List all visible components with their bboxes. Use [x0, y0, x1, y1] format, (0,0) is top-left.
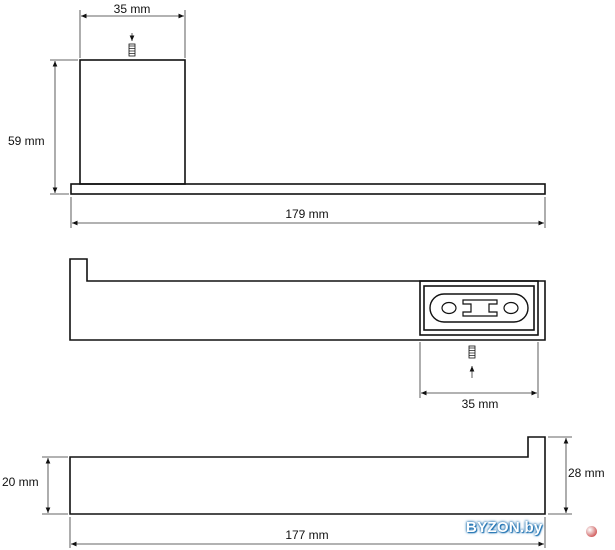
bottom-left-height-dimension: 20 mm: [2, 456, 68, 515]
top-view-mounting-block: [79, 59, 186, 185]
middle-width-label: 35 mm: [462, 397, 499, 411]
bottom-right-height-dimension: 28 mm: [548, 436, 605, 515]
middle-view-outline: [69, 258, 546, 341]
top-length-label: 179 mm: [285, 207, 328, 221]
bottom-left-height-label: 20 mm: [2, 475, 39, 489]
bottom-length-dimension: 177 mm: [69, 517, 546, 548]
middle-view: 35 mm: [69, 258, 546, 411]
top-width-label: 35 mm: [114, 2, 151, 16]
top-width-dimension: 35 mm: [79, 2, 186, 58]
bottom-view: 20 mm 28 mm 177 mm: [2, 436, 605, 548]
top-height-dimension: 59 mm: [8, 59, 78, 195]
middle-view-screw-icon: [468, 345, 476, 378]
middle-view-mounting-bracket: [429, 293, 529, 323]
bottom-view-outline: [69, 436, 546, 515]
watermark-logo: BYZON.by: [466, 519, 543, 536]
middle-view-bracket-plate: [423, 285, 535, 331]
middle-view-bracket-recess: [419, 280, 539, 336]
top-view-base-plate: [70, 183, 546, 195]
bottom-right-height-label: 28 mm: [568, 466, 605, 480]
watermark-dot-icon: [586, 526, 597, 537]
bottom-length-label: 177 mm: [285, 528, 328, 542]
top-view: 35 mm 59 mm 179 mm: [8, 2, 546, 228]
middle-width-dimension: 35 mm: [419, 342, 539, 411]
top-view-screw-icon: [128, 33, 136, 57]
top-height-label: 59 mm: [8, 134, 45, 148]
top-length-dimension: 179 mm: [70, 197, 546, 228]
